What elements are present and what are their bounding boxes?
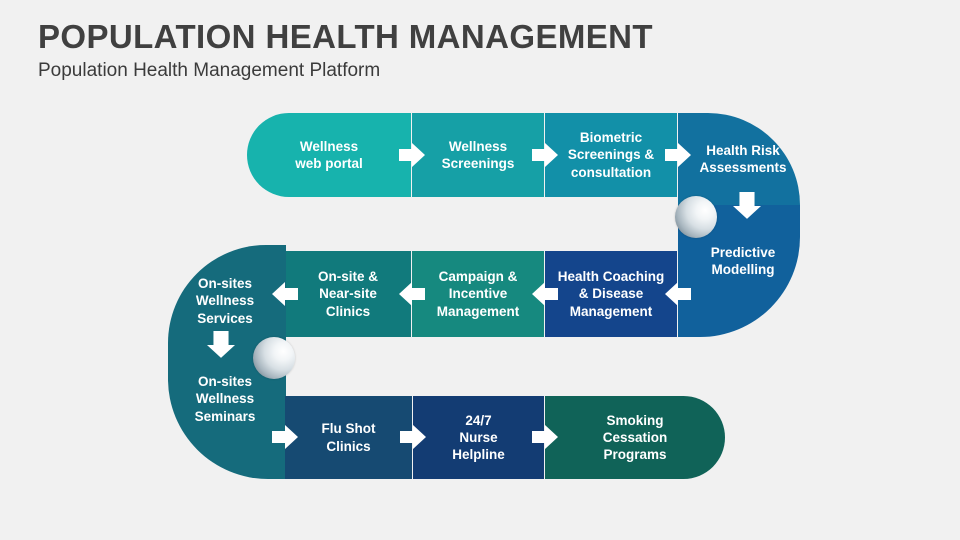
node-label: On-site & Near-site Clinics xyxy=(317,269,378,319)
node-label: Biometric Screenings & consultation xyxy=(567,130,655,180)
node-label: Wellness Screenings xyxy=(441,138,515,171)
process-node-flu-shot-clinics[interactable]: Flu Shot Clinics xyxy=(285,396,412,479)
node-label: Health Coaching & Disease Management xyxy=(557,269,665,319)
node-label: Predictive Modelling xyxy=(710,244,776,277)
process-node-smoking-cessation[interactable]: Smoking Cessation Programs xyxy=(545,396,725,479)
node-label: Health Risk Assessments xyxy=(699,142,787,175)
node-label: Smoking Cessation Programs xyxy=(602,412,668,463)
process-node-nurse-helpline[interactable]: 24/7 Nurse Helpline xyxy=(413,396,544,479)
node-label: Flu Shot Clinics xyxy=(321,421,376,454)
page-title: POPULATION HEALTH MANAGEMENT xyxy=(38,18,653,55)
node-label: Wellness web portal xyxy=(295,138,363,171)
node-label: 24/7 Nurse Helpline xyxy=(452,412,505,463)
process-node-biometric-screenings[interactable]: Biometric Screenings & consultation xyxy=(545,113,677,197)
process-node-health-coaching[interactable]: Health Coaching & Disease Management xyxy=(545,251,677,337)
sphere-ornament xyxy=(675,196,717,238)
node-label: On-sites Wellness Seminars xyxy=(194,374,256,424)
process-node-campaign-incentive[interactable]: Campaign & Incentive Management xyxy=(412,251,544,337)
node-label: On-sites Wellness Services xyxy=(195,276,255,326)
page-subtitle: Population Health Management Platform xyxy=(38,60,381,81)
process-node-health-risk-assessments[interactable]: Health Risk Assessments xyxy=(678,113,800,205)
process-node-wellness-screenings[interactable]: Wellness Screenings xyxy=(412,113,544,197)
sphere-ornament xyxy=(253,337,295,379)
node-label: Campaign & Incentive Management xyxy=(436,269,520,319)
process-node-wellness-web-portal[interactable]: Wellness web portal xyxy=(247,113,411,197)
process-node-onsites-wellness-services[interactable]: On-sites Wellness Services xyxy=(168,245,286,343)
process-node-onsites-wellness-seminars[interactable]: On-sites Wellness Seminars xyxy=(168,343,286,479)
process-node-onsite-nearsite-clinics[interactable]: On-site & Near-site Clinics xyxy=(285,251,411,337)
